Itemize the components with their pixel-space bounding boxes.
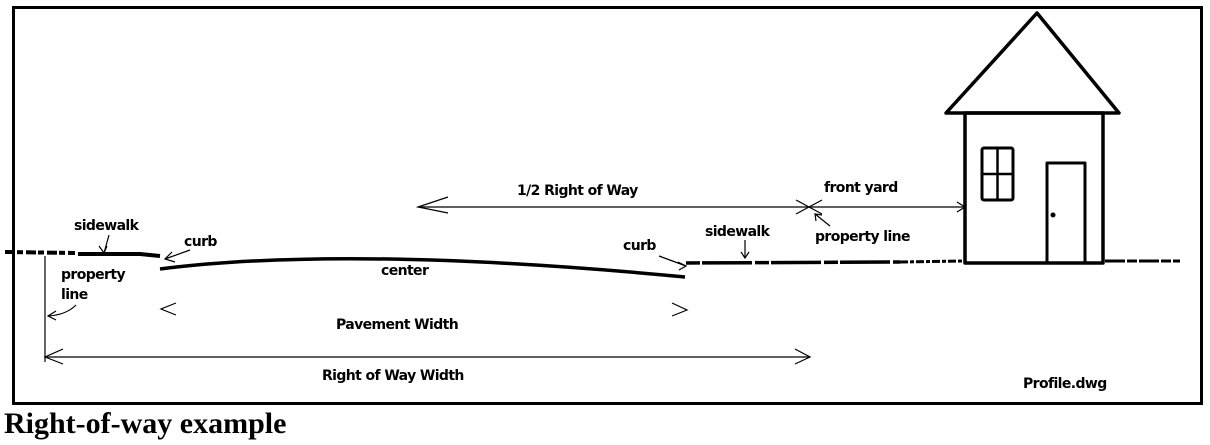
road-surface (159, 256, 686, 279)
house (944, 11, 1121, 265)
label-sidewalk-right: sidewalk (705, 224, 771, 240)
figure-caption: Right-of-way example (4, 407, 287, 440)
label-property-line-left-1: property (61, 267, 125, 283)
pavement-width-arrows (159, 302, 689, 317)
right-ground (685, 259, 1180, 265)
house-door (1045, 161, 1087, 265)
label-right-of-way-width: Right of Way Width (322, 368, 464, 384)
label-property-line-right: property line (815, 229, 910, 245)
label-half-right-of-way: 1/2 Right of Way (517, 183, 638, 199)
house-roof (944, 11, 1121, 115)
label-center: center (381, 263, 429, 279)
label-property-line-left-2: line (61, 287, 88, 303)
drawing-frame (12, 6, 1203, 405)
leader-arrows (46, 213, 831, 321)
half-row-dimension (415, 196, 823, 215)
row-width-dimension (43, 348, 812, 365)
label-filename: Profile.dwg (1023, 376, 1107, 392)
house-wall (963, 111, 1105, 265)
front-yard-dimension (810, 201, 967, 213)
label-sidewalk-left: sidewalk (74, 218, 140, 234)
left-ground (4, 250, 161, 258)
label-front-yard: front yard (824, 180, 898, 196)
label-curb-left: curb (184, 234, 217, 250)
label-curb-right: curb (623, 238, 656, 254)
label-pavement-width: Pavement Width (336, 317, 458, 333)
door-knob (1050, 212, 1056, 218)
